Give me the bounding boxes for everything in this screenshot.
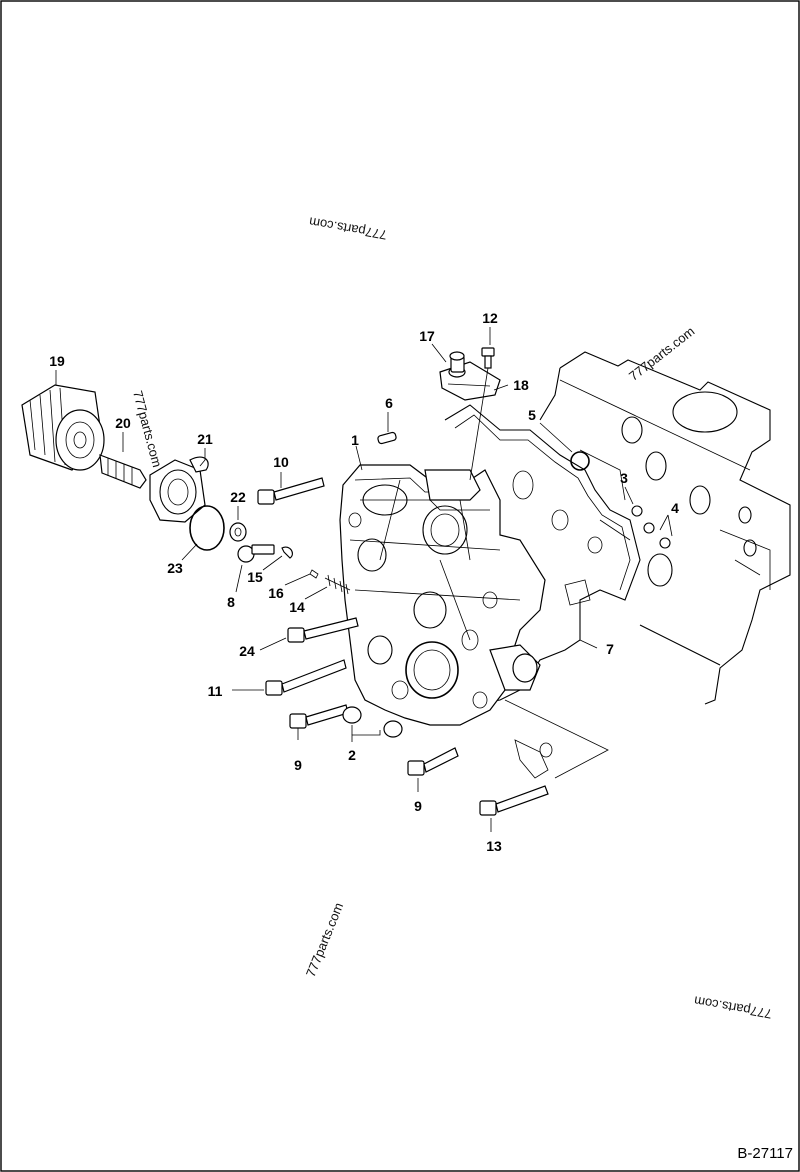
callout-1: 1: [351, 432, 359, 448]
callout-16: 16: [268, 585, 284, 601]
watermark: 777parts.com: [308, 214, 388, 242]
callout-13: 13: [486, 838, 502, 854]
bolt: [289, 704, 349, 729]
front-housing: [339, 464, 546, 726]
callout-21: 21: [197, 431, 213, 447]
callout-23: 23: [167, 560, 183, 576]
o-ring: [643, 522, 655, 534]
callout-15: 15: [247, 569, 263, 585]
leader-lines: [55, 327, 673, 832]
cooler-o-ring: [189, 505, 225, 551]
figure-id: B-27117: [737, 1145, 793, 1162]
callout-2: 2: [348, 747, 356, 763]
callout-4: 4: [671, 500, 679, 516]
o-ring: [570, 451, 590, 471]
plug: [342, 706, 403, 738]
engine-block: [539, 351, 791, 705]
relief-valve-spring: [281, 546, 319, 579]
callout-19: 19: [49, 353, 65, 369]
callout-18: 18: [513, 377, 529, 393]
o-ring: [631, 505, 643, 517]
bolt: [257, 477, 325, 505]
thermostat-cover: [439, 351, 501, 401]
watermark: 777parts.com: [693, 993, 773, 1021]
callouts: 1 2 3 4 5 6 7 8 9 9 10 11 12 13 14 15 16…: [49, 310, 679, 854]
gasket: [444, 404, 641, 706]
relief-valve-plug: [237, 544, 275, 563]
callout-8: 8: [227, 594, 235, 610]
washer: [229, 522, 247, 542]
callout-20: 20: [115, 415, 131, 431]
callout-12: 12: [482, 310, 498, 326]
callout-3: 3: [620, 470, 628, 486]
callout-10: 10: [273, 454, 289, 470]
callout-11: 11: [208, 683, 223, 699]
watermark: 777parts.com: [626, 323, 697, 383]
callout-14: 14: [289, 599, 305, 615]
dowel-pin: [377, 431, 397, 445]
callout-17: 17: [419, 328, 435, 344]
callout-24: 24: [239, 643, 255, 659]
watermark: 777parts.com: [130, 389, 165, 469]
bolt: [287, 617, 359, 643]
callout-9a: 9: [294, 757, 302, 773]
callout-7: 7: [606, 641, 614, 657]
oil-cooler: [149, 456, 209, 523]
callout-22: 22: [230, 489, 246, 505]
o-ring: [659, 537, 671, 549]
bolt: [407, 747, 459, 776]
bracket: [504, 699, 609, 779]
callout-9b: 9: [414, 798, 422, 814]
bolt: [265, 659, 347, 696]
filter-nipple: [99, 454, 147, 489]
bolt: [479, 785, 549, 816]
relief-valve: [324, 574, 351, 595]
callout-6: 6: [385, 395, 393, 411]
callout-5: 5: [528, 407, 536, 423]
cover-bolt: [481, 347, 495, 369]
oil-filter: [21, 384, 105, 471]
watermark: 777parts.com: [303, 900, 346, 979]
